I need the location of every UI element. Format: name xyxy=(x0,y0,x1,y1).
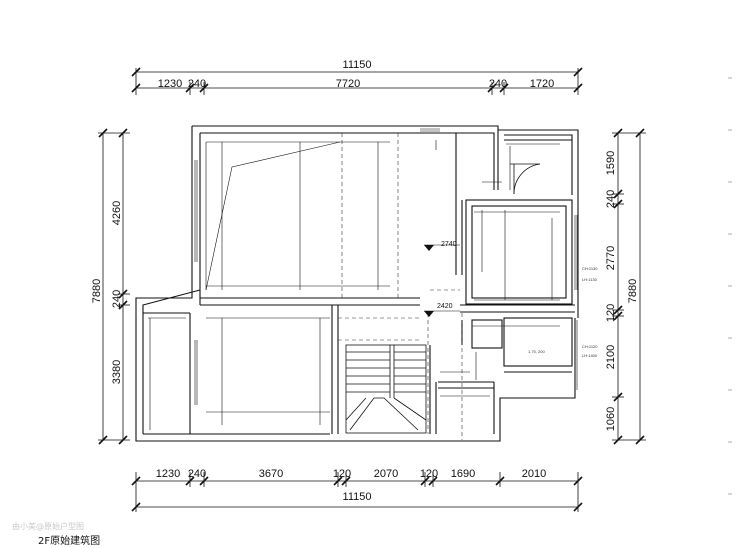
right-seg-3: 2770 xyxy=(605,246,617,270)
window-label-a: CH:1130 xyxy=(582,266,598,271)
top-seg-4: 240 xyxy=(489,78,507,90)
dashed-guides xyxy=(338,133,463,440)
top-seg-2: 240 xyxy=(188,78,206,90)
right-seg-6: 1060 xyxy=(605,407,617,431)
left-seg-2: 240 xyxy=(111,290,123,308)
room-label: 1.75, 200 xyxy=(528,349,545,354)
top-seg-1: 1230 xyxy=(158,78,182,90)
left-seg-3: 3380 xyxy=(111,360,123,384)
right-seg-5: 2100 xyxy=(605,345,617,369)
right-total-label: 7880 xyxy=(627,279,639,303)
window-labels: CH:1130 LH:1130 CH:1120 LH:1400 1.75, 20… xyxy=(528,266,598,358)
wall-outline xyxy=(135,125,579,442)
top-seg-5: 1720 xyxy=(530,78,554,90)
window-label-d: LH:1400 xyxy=(582,353,598,358)
right-dimension-labels: 1590 240 2770 120 2100 1060 7880 xyxy=(605,151,639,431)
top-total-label: 11150 xyxy=(343,59,372,71)
bottom-seg-1: 1230 xyxy=(156,468,180,480)
bottom-seg-4: 120 xyxy=(333,468,351,480)
level-markers: 2740 2420 xyxy=(424,241,460,317)
window-label-c: CH:1120 xyxy=(582,344,598,349)
left-dimension-labels: 7880 4260 240 3380 xyxy=(91,201,123,384)
margin-ticks xyxy=(728,77,732,495)
level-marker-lower-icon xyxy=(424,311,434,317)
bottom-seg-5: 2070 xyxy=(374,468,398,480)
level-lower: 2420 xyxy=(437,303,453,310)
level-upper: 2740 xyxy=(441,241,457,248)
windows xyxy=(194,128,578,405)
top-dimension-labels: 11150 1230 240 7720 240 1720 xyxy=(158,59,554,90)
bottom-dimension-labels: 1230 240 3670 120 2070 120 1690 2010 111… xyxy=(156,468,546,503)
left-seg-1: 4260 xyxy=(111,201,123,225)
bottom-seg-8: 2010 xyxy=(522,468,546,480)
watermark: 由小美@原始户型图 xyxy=(12,522,84,531)
right-seg-2: 240 xyxy=(605,190,617,208)
bottom-seg-3: 3670 xyxy=(259,468,283,480)
top-seg-3: 7720 xyxy=(336,78,360,90)
door-swing xyxy=(510,163,541,195)
staircase xyxy=(345,344,427,434)
bottom-total-label: 11150 xyxy=(343,491,372,503)
bottom-seg-2: 240 xyxy=(188,468,206,480)
right-seg-4: 120 xyxy=(605,304,617,322)
bottom-seg-7: 1690 xyxy=(451,468,475,480)
level-marker-upper-icon xyxy=(424,245,434,251)
left-total-label: 7880 xyxy=(91,279,103,303)
window-label-b: LH:1130 xyxy=(582,277,598,282)
bottom-seg-6: 120 xyxy=(420,468,438,480)
right-seg-1: 1590 xyxy=(605,151,617,175)
drawing-caption: 2F原始建筑图 xyxy=(38,536,101,547)
interior-measures xyxy=(148,140,560,430)
